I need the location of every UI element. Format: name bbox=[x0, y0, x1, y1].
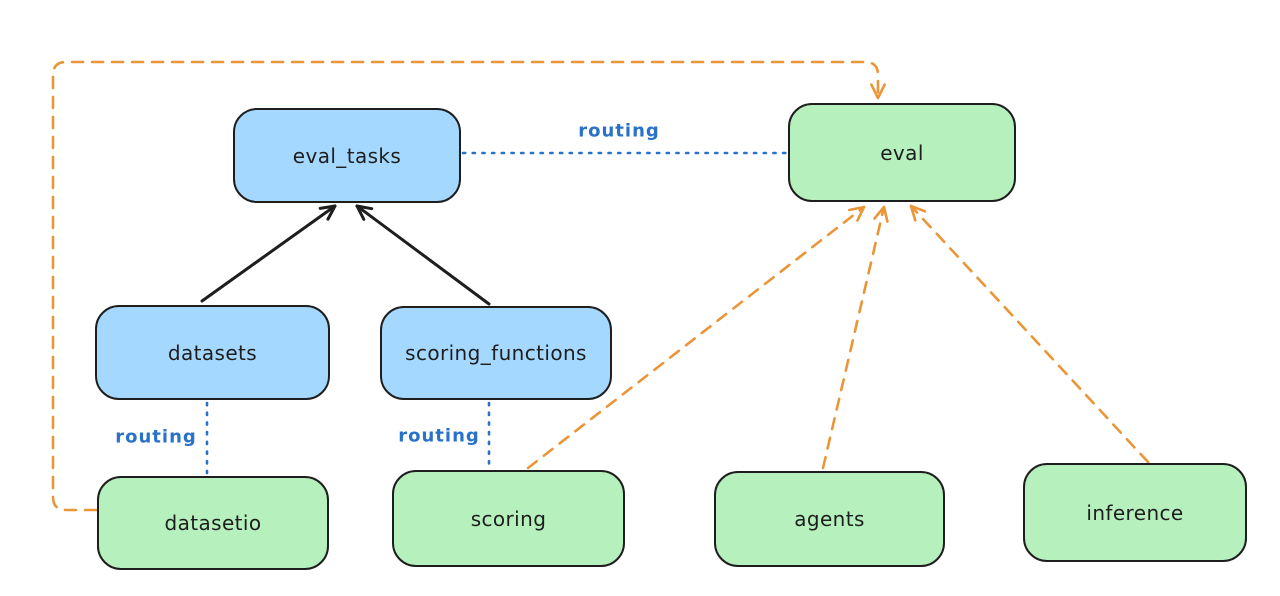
node-eval-tasks-label: eval_tasks bbox=[292, 143, 402, 168]
node-agents: agents bbox=[714, 471, 945, 567]
node-datasetio: datasetio bbox=[97, 476, 329, 570]
node-agents-label: agents bbox=[794, 507, 865, 531]
node-datasets: datasets bbox=[95, 305, 330, 400]
edge-agents-to-eval bbox=[821, 205, 886, 470]
node-scoring-functions: scoring_functions bbox=[380, 306, 612, 400]
routing-label-mid: routing bbox=[398, 425, 480, 447]
arrowhead-scoring_functions-to-eval_tasks bbox=[355, 204, 374, 221]
routing-label-left: routing bbox=[115, 426, 197, 448]
arrowhead-scoring-to-eval bbox=[848, 205, 866, 222]
edge-scoring_functions-to-eval_tasks bbox=[355, 204, 491, 306]
node-eval-tasks: eval_tasks bbox=[233, 108, 461, 203]
edge-datasets-to-eval_tasks bbox=[200, 204, 337, 303]
node-scoring-label: scoring bbox=[470, 506, 547, 531]
arrowhead-inference-to-eval bbox=[909, 204, 927, 222]
routing-label-top: routing bbox=[578, 120, 660, 142]
node-datasetio-label: datasetio bbox=[164, 511, 262, 535]
edge-scoring-to-eval bbox=[526, 205, 866, 470]
node-scoring-functions-label: scoring_functions bbox=[405, 341, 587, 365]
node-scoring: scoring bbox=[392, 470, 625, 567]
arrowhead-datasetio-to-eval bbox=[870, 83, 886, 100]
node-datasets-label: datasets bbox=[167, 340, 258, 365]
node-eval: eval bbox=[788, 103, 1016, 202]
edge-datasetio-to-eval bbox=[51, 60, 880, 512]
edge-inference-to-eval bbox=[909, 204, 1150, 464]
arrowhead-datasets-to-eval_tasks bbox=[318, 204, 337, 221]
node-inference: inference bbox=[1023, 463, 1247, 562]
node-eval-label: eval bbox=[880, 140, 924, 165]
node-inference-label: inference bbox=[1086, 500, 1184, 525]
arrowhead-agents-to-eval bbox=[873, 205, 889, 223]
